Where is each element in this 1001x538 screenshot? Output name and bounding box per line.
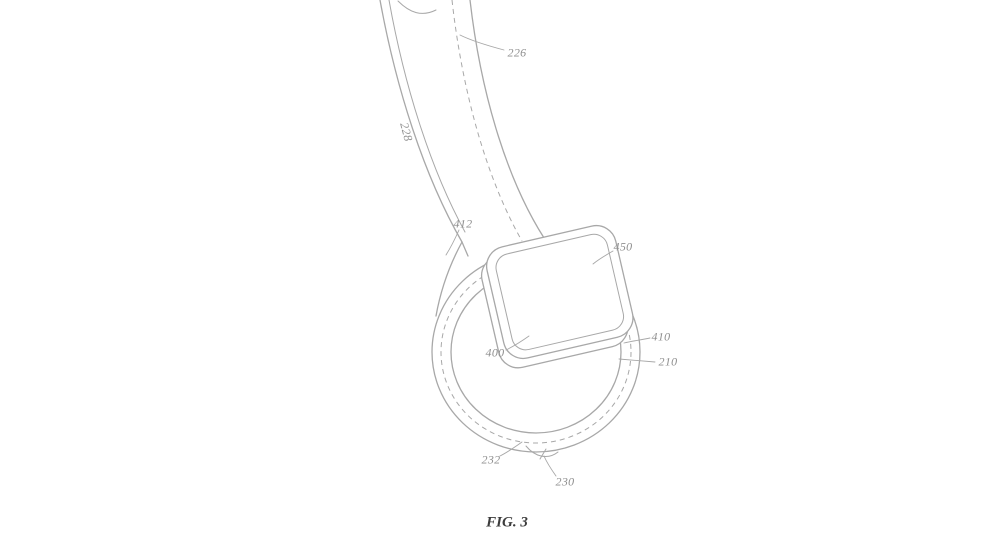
watch-screen xyxy=(495,233,625,351)
watch-body xyxy=(480,224,634,369)
ref-label-410: 410 xyxy=(651,329,671,344)
ref-label-232: 232 xyxy=(481,452,501,467)
leader-230 xyxy=(543,455,557,477)
leader-400 xyxy=(505,335,530,351)
watch-case-top xyxy=(485,224,634,360)
leader-410 xyxy=(623,337,651,344)
ref-label-412: 412 xyxy=(453,216,473,231)
strap-to-loop-blend xyxy=(435,241,463,317)
leader-450 xyxy=(592,250,614,265)
ref-label-400: 400 xyxy=(485,345,505,360)
leader-232 xyxy=(499,441,523,457)
leader-210 xyxy=(618,358,656,363)
band-fold-notch xyxy=(539,448,547,460)
ref-label-230: 230 xyxy=(555,474,575,489)
ref-label-226: 226 xyxy=(507,45,527,60)
figure-caption: FIG. 3 xyxy=(486,514,528,531)
strap-top-fold xyxy=(397,0,437,14)
leader-412 xyxy=(445,229,460,256)
band-loop-stitch-line xyxy=(440,260,632,444)
band-bottom-fold xyxy=(525,445,559,460)
ref-label-450: 450 xyxy=(613,239,633,254)
watch-band-strap xyxy=(379,0,556,317)
strap-left-edge xyxy=(379,0,469,257)
strap-body-fill xyxy=(380,0,556,256)
ref-label-210: 210 xyxy=(658,354,678,369)
strap-left-inner-line xyxy=(388,0,466,233)
leader-226 xyxy=(459,34,505,51)
leader-lines xyxy=(445,34,656,477)
strap-right-edge xyxy=(469,0,551,248)
